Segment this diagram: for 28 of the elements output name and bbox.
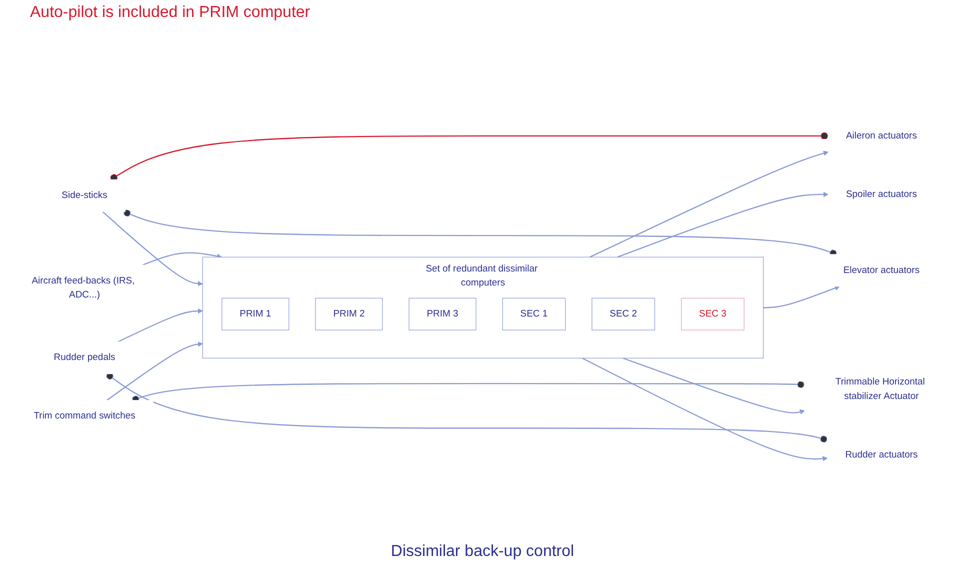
node-text: Side-sticks	[61, 190, 107, 200]
node-text: Aileron actuators	[845, 130, 916, 141]
caption-text: Dissimilar back-up control	[390, 543, 574, 560]
arrow	[589, 150, 828, 258]
node-text: Trim command switches	[33, 411, 135, 422]
node-box: PRIM 2	[314, 298, 382, 330]
note-text: Auto-pilot is included in PRIM computer	[30, 4, 310, 23]
node-text: Spoiler actuators	[845, 189, 916, 200]
connector	[110, 132, 828, 182]
arrow	[106, 342, 202, 401]
node-text: Rudder actuators	[844, 450, 918, 460]
arrow	[581, 358, 828, 462]
connector	[106, 372, 828, 443]
node-box: SEC 2	[591, 298, 655, 330]
node-box: PRIM 1	[221, 298, 289, 330]
arrow	[762, 286, 840, 308]
node-box: PRIM 3	[408, 298, 476, 330]
arrow	[102, 211, 202, 286]
node-text: Trimmable Horizontal stabilizer Actuator	[834, 377, 924, 402]
arrow	[616, 192, 828, 258]
node-box: SEC 1	[502, 298, 566, 330]
arrow	[142, 252, 222, 266]
node-text: Elevator actuators	[842, 265, 920, 276]
arrow	[622, 358, 804, 414]
node-text: Rudder pedals	[53, 352, 115, 363]
node-text: Aircraft feed-backs (IRS, ADC...)	[31, 276, 134, 300]
node-box: SEC 3	[680, 298, 744, 330]
arrow	[117, 308, 202, 342]
